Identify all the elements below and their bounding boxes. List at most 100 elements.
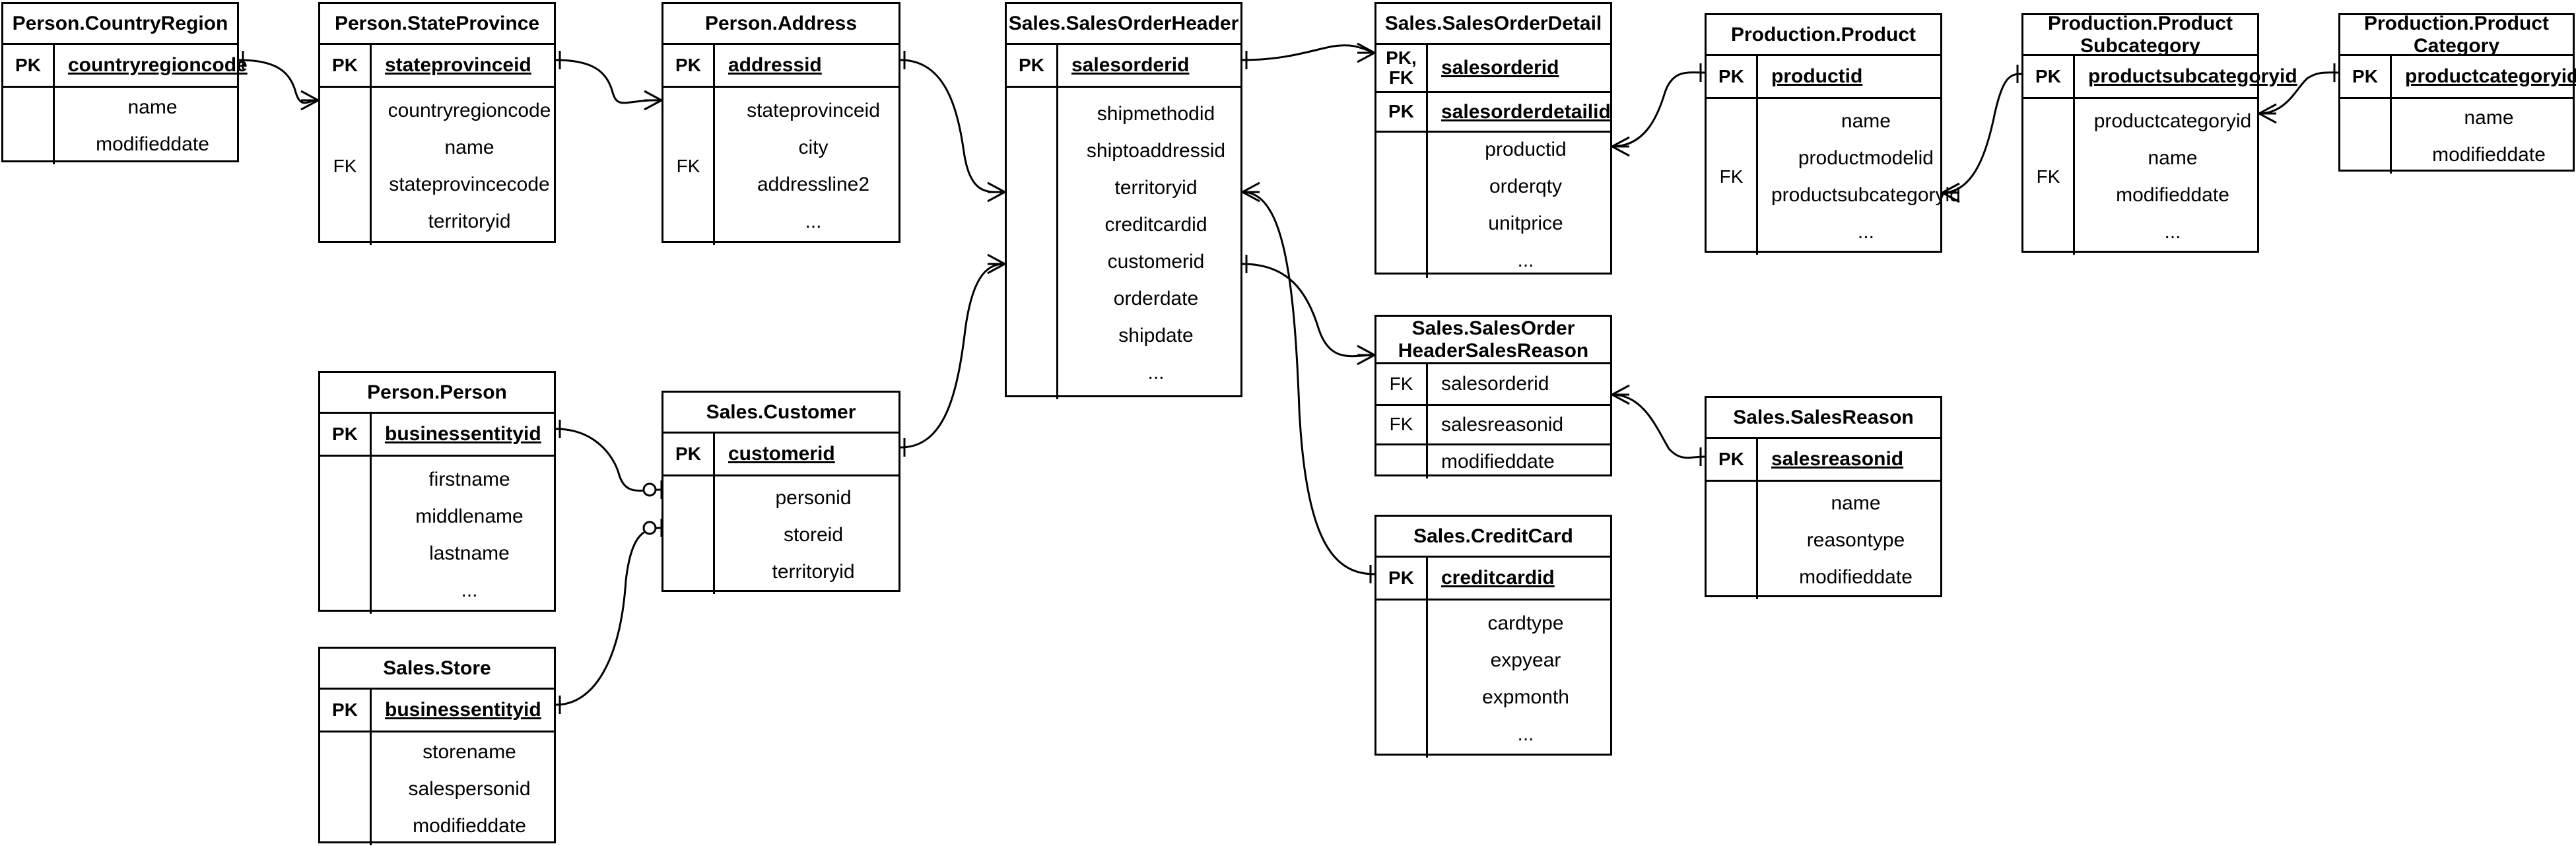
attribute-name: stateprovinceid [747,100,880,121]
attribute-name: countryregioncode [68,54,248,76]
relationship-0 [238,51,319,111]
attribute-row: PK countryregioncode [3,45,248,86]
attribute-name: orderdate [1113,288,1199,309]
relationship-6 [1242,42,1375,69]
attribute-name: ... [2164,221,2181,243]
key-badge: PK [2023,56,2075,97]
attribute-name: productmodelid [1798,147,1934,169]
attribute-name: modifieddate [2432,143,2546,166]
attribute-name: productid [1771,65,1863,87]
key-badge [320,732,372,845]
key-badge: PK [2340,56,2392,97]
key-badge: FK [2023,99,2075,255]
cardinality-many-marker [987,253,1005,275]
relationship-8 [1611,63,1705,157]
key-badge [1376,133,1428,278]
relationship-line [1242,44,1375,61]
attribute-name: customerid [1107,251,1205,273]
attribute-name: salesreasonid [1771,448,1904,470]
key-badge [1007,88,1058,399]
attribute-name: ... [805,211,822,232]
entity-title: Sales.SalesOrderHeader [1007,4,1240,45]
attribute-name: stateprovinceid [385,54,531,76]
attribute-name: name [444,137,494,158]
relationship-5 [555,519,663,714]
entity-title: Sales.SalesOrder HeaderSalesReason [1376,317,1610,364]
entity-title: Person.Address [663,4,898,45]
attribute-row: name modifieddate [2340,97,2573,174]
attribute-name: storeid [783,524,844,546]
key-badge [2340,99,2392,174]
relationship-line [900,59,1005,193]
key-badge: PK [663,45,715,86]
cardinality-many-marker [2258,103,2277,124]
attribute-name: name [2464,106,2514,129]
attribute-name: name [127,96,178,118]
attribute-name: modifieddate [413,814,526,837]
relationship-line [555,428,662,492]
cardinality-many-marker [1611,384,1630,405]
attribute-name: salesorderid [1441,57,1559,79]
key-badge: PK [3,45,55,86]
relationship-line [1611,71,1705,148]
attribute-name: shipmethodid [1097,103,1215,125]
attribute-name: productcategoryid [2093,110,2252,132]
relationship-12 [1242,181,1375,583]
relationship-7 [1242,255,1375,366]
relationship-line [1611,393,1705,459]
attribute-name: name [2148,147,2198,169]
attribute-name: salesorderid [1441,373,1549,395]
key-badge: FK [1707,99,1758,255]
key-badge [663,476,715,594]
attribute-name: businessentityid [385,699,541,721]
attribute-name: creditcardid [1441,567,1555,589]
attribute-group: name modifieddate [2392,99,2573,174]
cardinality-many-marker [1611,136,1630,157]
attribute-row: PK productid [1707,56,1940,97]
cardinality-zero-or-one-marker [642,519,663,537]
entity-title: Sales.SalesOrderDetail [1376,4,1610,45]
key-badge: PK [1707,439,1758,480]
entity-title: Person.Person [320,373,554,414]
attribute-name: middlename [415,505,524,527]
attribute-name: salesorderdetailid [1441,100,1611,123]
attribute-name: territoryid [1114,177,1198,199]
key-badge: PK [1707,56,1758,97]
attribute-name: expmonth [1482,686,1569,708]
attribute-name: productcategoryid [2405,65,2576,87]
cardinality-many-marker [1242,181,1260,203]
cardinality-many-marker [300,90,319,111]
attribute-name: modifieddate [1799,566,1913,588]
key-badge: PK [663,434,715,474]
key-badge: FK [1376,364,1428,404]
